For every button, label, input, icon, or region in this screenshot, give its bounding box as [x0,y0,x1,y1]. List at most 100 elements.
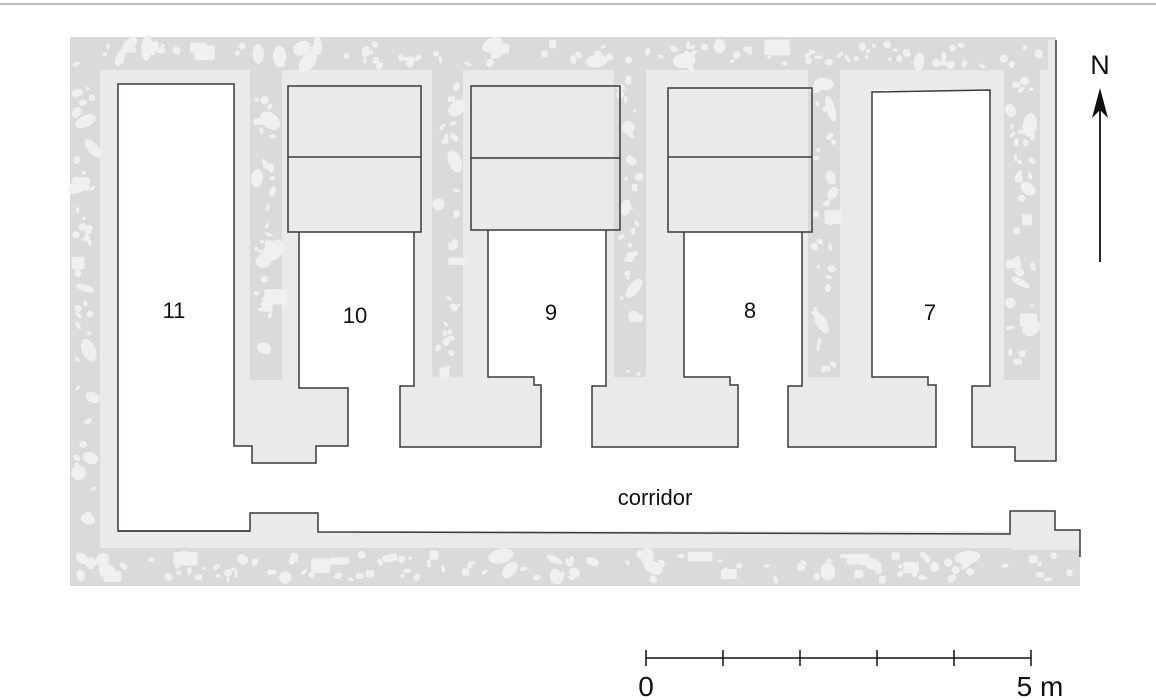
pebble [853,56,859,62]
pebble [902,48,911,58]
pebble [640,548,654,565]
pebble [1000,563,1009,568]
pebble [264,232,273,237]
pebble [254,246,259,252]
pebble [1013,138,1019,146]
pebble [86,310,94,318]
pebble [586,557,599,567]
pebble [309,50,314,57]
pebble [859,561,865,566]
pebble [1017,86,1025,93]
pebble [575,51,583,59]
pebble [160,43,165,48]
pebble [634,220,640,227]
pebble [1013,358,1023,365]
pebble [690,50,698,56]
pebble [79,99,88,106]
north-label: N [1090,50,1110,80]
pebble [361,46,370,54]
pebble [824,284,832,293]
pebble [854,570,864,578]
pebble [797,563,805,571]
pebble [259,239,265,244]
pebble [623,95,628,103]
pebble [75,312,83,319]
pebble [824,210,843,224]
pebble [919,576,928,581]
pebble [78,223,87,231]
pebble [949,44,956,52]
pebble [238,42,246,49]
pebble [71,176,81,184]
scale-bar [645,650,1032,666]
pebble [1018,350,1026,357]
pebble [1022,139,1029,147]
pebble [371,41,378,48]
pebble [813,572,820,581]
pebble [377,558,383,566]
pebble [1013,256,1021,261]
pebble [365,570,375,578]
pebble [864,54,869,60]
pebble [403,568,412,574]
pebble [1005,259,1022,269]
pebble [540,50,549,58]
pebble [519,566,528,572]
pebble [805,57,812,65]
pebble [837,51,844,58]
pebble [141,35,153,61]
pebble [74,321,81,329]
pebble [617,234,625,240]
pebble [736,563,742,569]
pebble [343,53,350,59]
pebble [600,44,606,49]
pebble [84,418,93,425]
pebble [467,561,476,567]
pebble [812,155,820,160]
pebble [329,557,350,565]
pebble [74,269,82,278]
pebble [816,238,823,245]
pebble [1012,82,1021,88]
pebble [812,211,819,217]
pebble [897,564,903,569]
pebble [1005,297,1016,309]
pebble [260,95,269,105]
pebble [872,43,876,48]
pebble [122,36,138,54]
pebble [453,209,460,218]
pebble [224,569,232,577]
pebble [619,296,624,300]
pebble [300,568,308,575]
pebble [1022,214,1033,226]
pebble [782,61,788,66]
pebble [1022,319,1041,337]
pebble [447,96,456,103]
pebble [628,157,637,166]
pebble [1022,113,1037,137]
pebble [1020,76,1029,86]
pebble [960,564,967,570]
pebble [1028,87,1034,92]
pebble [677,553,685,559]
pebble [625,278,643,298]
pebble [826,558,832,564]
pebble [532,574,541,581]
pebble [657,54,664,59]
pebble [827,186,839,200]
pebble [408,556,413,561]
pebble [746,46,752,55]
pebble [109,566,116,573]
plinths [118,377,1080,550]
pebble [1028,555,1038,564]
pebble [415,54,422,61]
pebble [363,57,367,64]
pebble [1020,181,1036,196]
pebble [105,42,110,50]
pebble [429,550,439,560]
pebble [186,566,192,575]
pebble [549,39,556,49]
pebble [264,223,270,229]
pebble [879,575,886,584]
pebble [259,111,281,130]
